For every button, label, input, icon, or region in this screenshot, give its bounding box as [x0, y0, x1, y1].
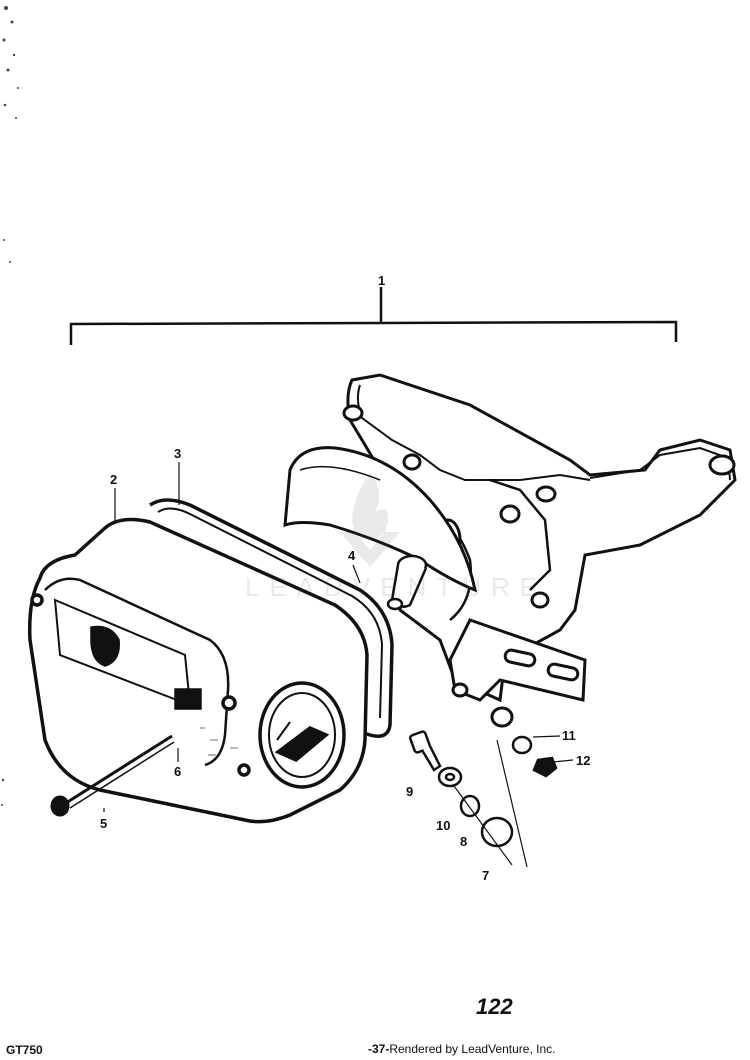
- callout-1: 1: [378, 273, 385, 288]
- leader-lines: [103, 462, 574, 868]
- scan-specks: [1, 6, 19, 806]
- bulb-socket: [386, 554, 428, 611]
- callouts: 1 2 3 4 5 6 7 8 9 10 11 12: [100, 273, 590, 883]
- hardware-parts: [437, 735, 558, 848]
- watermark-logo: [340, 472, 400, 567]
- callout-11: 11: [562, 728, 576, 743]
- callout-8: 8: [460, 834, 467, 849]
- callout-5: 5: [100, 816, 107, 831]
- model-code: GT750: [6, 1043, 43, 1057]
- callout-9: 9: [406, 784, 413, 799]
- callout-12: 12: [576, 753, 590, 768]
- callout-4: 4: [348, 548, 356, 563]
- footer-credit-line: -37-Rendered by LeadVenture, Inc.: [368, 1042, 555, 1056]
- watermark: LEADVENTURE: [245, 462, 548, 612]
- lens-screw: [50, 734, 175, 817]
- lens-gasket: [149, 498, 394, 738]
- callout-10: 10: [436, 818, 450, 833]
- page-number: 122: [476, 994, 513, 1019]
- lamp-base-housing: [283, 446, 478, 593]
- tail-lamp-lens: [27, 517, 369, 824]
- page-marker: -37-: [368, 1042, 390, 1056]
- watermark-text: LEADVENTURE: [245, 572, 548, 602]
- callout-7: 7: [482, 868, 489, 883]
- bolt: [408, 730, 442, 772]
- callout-2: 2: [110, 472, 117, 487]
- callout-3: 3: [174, 446, 181, 461]
- assembly-bracket: [69, 287, 678, 345]
- callout-6: 6: [174, 764, 181, 779]
- credit-text: Rendered by LeadVenture, Inc.: [389, 1042, 556, 1056]
- mounting-bracket: [342, 373, 737, 728]
